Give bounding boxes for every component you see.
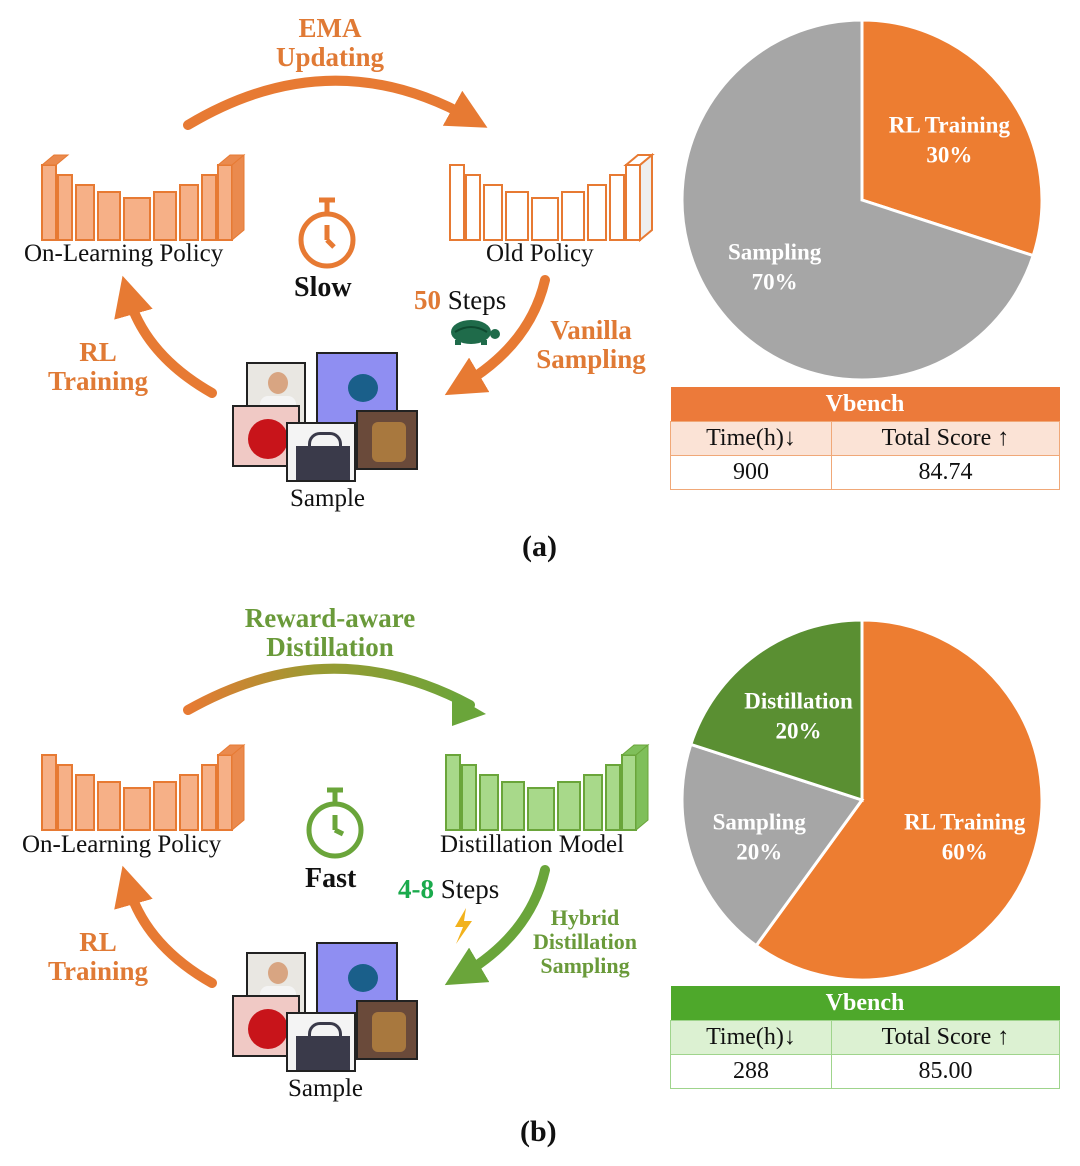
- label-line: Sampling: [536, 344, 646, 374]
- reward-aware-distillation-label: Reward-aware Distillation: [215, 604, 445, 662]
- panel-caption-a: (a): [522, 530, 557, 563]
- label-line: Training: [47, 366, 149, 396]
- label-line: Training: [47, 956, 149, 986]
- rl-training-arrow-a: [114, 275, 217, 398]
- old-policy-label: Old Policy: [486, 240, 594, 267]
- distillation-model-label: Distillation Model: [440, 831, 625, 858]
- sample-thumb-bag: [286, 1012, 356, 1072]
- reward-distillation-arrow: [183, 663, 475, 715]
- table-title: Vbench: [670, 986, 1060, 1021]
- pie-slice-distillation: [688, 618, 864, 803]
- table-cell-time: 900: [670, 455, 832, 490]
- vbench-table-b: Vbench Time(h)↓ Total Score ↑ 288 85.00: [670, 986, 1061, 1089]
- label-line: EMA: [298, 13, 362, 43]
- speed-label-fast: Fast: [305, 863, 357, 894]
- label-line: Vanilla: [550, 315, 632, 345]
- lightning-icon: [455, 908, 472, 944]
- panel-caption-b: (b): [520, 1115, 557, 1148]
- on-learning-policy-icon-a: [40, 153, 246, 242]
- pie-slice-sampling: [680, 742, 865, 948]
- hybrid-sampling-arrow: [444, 865, 550, 986]
- label-line: Distillation: [266, 632, 394, 662]
- vanilla-sampling-label: Vanilla Sampling: [526, 316, 656, 374]
- table-header-score: Total Score ↑: [830, 1020, 1061, 1055]
- table-cell-score: 85.00: [830, 1054, 1061, 1089]
- table-header-time: Time(h)↓: [670, 421, 832, 456]
- label-line: RL: [79, 927, 117, 957]
- stopwatch-icon-slow: [298, 197, 356, 269]
- pie-slice-rl-training: [754, 618, 1044, 982]
- steps-word: Steps: [447, 285, 507, 315]
- table-header-time: Time(h)↓: [670, 1020, 832, 1055]
- hybrid-distillation-sampling-label: Hybrid Distillation Sampling: [520, 906, 650, 978]
- stopwatch-icon-fast: [306, 787, 364, 859]
- label-line: Sampling: [540, 953, 630, 978]
- table-title: Vbench: [670, 387, 1060, 422]
- rl-training-arrow-b: [114, 865, 217, 988]
- steps-label-a: 50 Steps: [414, 285, 506, 316]
- label-line: Hybrid: [550, 905, 620, 930]
- sample-thumb-backpack: [356, 1000, 418, 1060]
- label-line: RL: [79, 337, 117, 367]
- rl-training-label-b: RL Training: [36, 928, 160, 986]
- on-learning-policy-icon-b: [41, 743, 246, 832]
- table-cell-score: 84.74: [830, 455, 1061, 490]
- steps-label-b: 4-8 Steps: [398, 874, 499, 905]
- pie-slice-sampling: [680, 18, 1036, 382]
- sample-label-a: Sample: [290, 485, 365, 512]
- table-header-score: Total Score ↑: [830, 421, 1061, 456]
- steps-number: 4-8: [398, 874, 434, 904]
- on-learning-policy-label-a: On-Learning Policy: [24, 240, 224, 267]
- steps-word: Steps: [440, 874, 500, 904]
- sample-thumb-bag: [286, 422, 356, 482]
- label-line: Reward-aware: [244, 603, 416, 633]
- rl-training-label-a: RL Training: [36, 338, 160, 396]
- speed-label-slow: Slow: [294, 272, 352, 303]
- distillation-model-icon: [445, 743, 650, 832]
- vbench-table-a: Vbench Time(h)↓ Total Score ↑ 900 84.74: [670, 387, 1061, 490]
- sample-label-b: Sample: [288, 1075, 363, 1102]
- table-cell-time: 288: [670, 1054, 832, 1089]
- label-line: Distillation: [533, 929, 637, 954]
- on-learning-policy-label-b: On-Learning Policy: [22, 831, 222, 858]
- label-line: Updating: [275, 42, 385, 72]
- ema-updating-arrow: [183, 75, 488, 130]
- turtle-icon: [451, 320, 500, 345]
- steps-number: 50: [414, 285, 441, 315]
- ema-updating-label: EMA Updating: [230, 14, 430, 72]
- vanilla-sampling-arrow: [444, 275, 550, 396]
- old-policy-icon: [449, 152, 655, 243]
- sample-thumb-backpack: [356, 410, 418, 470]
- pie-slice-rl-training: [860, 18, 1044, 258]
